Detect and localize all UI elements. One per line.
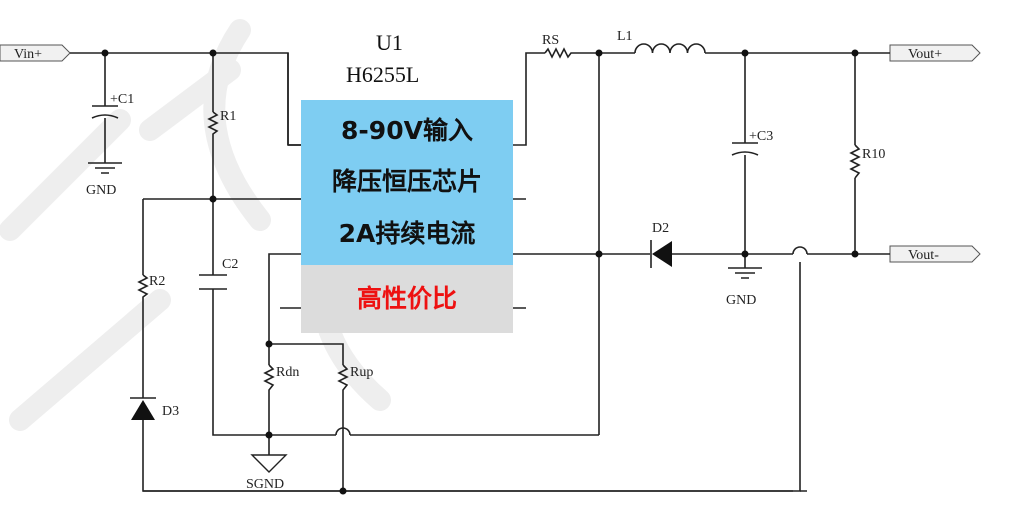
svg-text:GND: GND xyxy=(726,293,756,308)
svg-text:D2: D2 xyxy=(652,221,669,236)
resistor-rdn: Rdn xyxy=(263,364,299,395)
svg-text:C2: C2 xyxy=(222,257,238,272)
capacitor-c1: +C1 xyxy=(91,92,134,119)
inductor-l1: L1 xyxy=(617,29,706,54)
diode-d3: D3 xyxy=(130,397,179,420)
ground-sgnd: SGND xyxy=(246,454,288,492)
svg-text:+C3: +C3 xyxy=(749,129,773,144)
capacitor-c3: +C3 xyxy=(731,129,773,156)
svg-text:Vin+: Vin+ xyxy=(14,47,42,62)
svg-text:GND: GND xyxy=(86,183,116,198)
ground-gnd1: GND xyxy=(86,152,122,198)
svg-text:RS: RS xyxy=(542,33,559,48)
resistor-rs: RS xyxy=(542,33,575,59)
svg-text:Vout-: Vout- xyxy=(908,248,939,263)
svg-text:D3: D3 xyxy=(162,404,179,419)
wires xyxy=(70,52,890,492)
resistor-rup: Rup xyxy=(337,364,373,395)
port-vout-pos: Vout+ xyxy=(889,44,981,62)
svg-text:2A持续电流: 2A持续电流 xyxy=(339,219,476,248)
svg-text:R10: R10 xyxy=(862,147,885,162)
svg-text:R2: R2 xyxy=(149,274,165,289)
svg-text:SGND: SGND xyxy=(246,477,284,492)
svg-text:L1: L1 xyxy=(617,29,633,44)
port-vin: Vin+ xyxy=(0,44,71,62)
resistor-r2: R2 xyxy=(137,274,165,302)
svg-text:R1: R1 xyxy=(220,109,236,124)
svg-text:Rdn: Rdn xyxy=(276,365,299,380)
diode-d2: D2 xyxy=(650,221,672,268)
resistor-r1: R1 xyxy=(207,109,236,138)
port-vout-neg: Vout- xyxy=(889,245,981,263)
svg-text:降压恒压芯片: 降压恒压芯片 xyxy=(332,167,482,196)
chip-outline xyxy=(288,53,526,54)
svg-text:Rup: Rup xyxy=(350,365,373,380)
svg-text:+C1: +C1 xyxy=(110,92,134,107)
svg-text:Vout+: Vout+ xyxy=(908,47,942,62)
junctions xyxy=(101,49,859,495)
capacitor-c2: C2 xyxy=(199,257,238,290)
chip-part: H6255L xyxy=(346,62,419,87)
svg-text:高性价比: 高性价比 xyxy=(357,284,457,313)
resistor-r10: R10 xyxy=(849,144,885,179)
ground-gnd2: GND xyxy=(726,267,762,308)
chip-ref: U1 xyxy=(376,30,403,55)
svg-text:8-90V输入: 8-90V输入 xyxy=(341,116,473,145)
chip-panel: 8-90V输入 降压恒压芯片 2A持续电流 高性价比 xyxy=(301,100,513,333)
